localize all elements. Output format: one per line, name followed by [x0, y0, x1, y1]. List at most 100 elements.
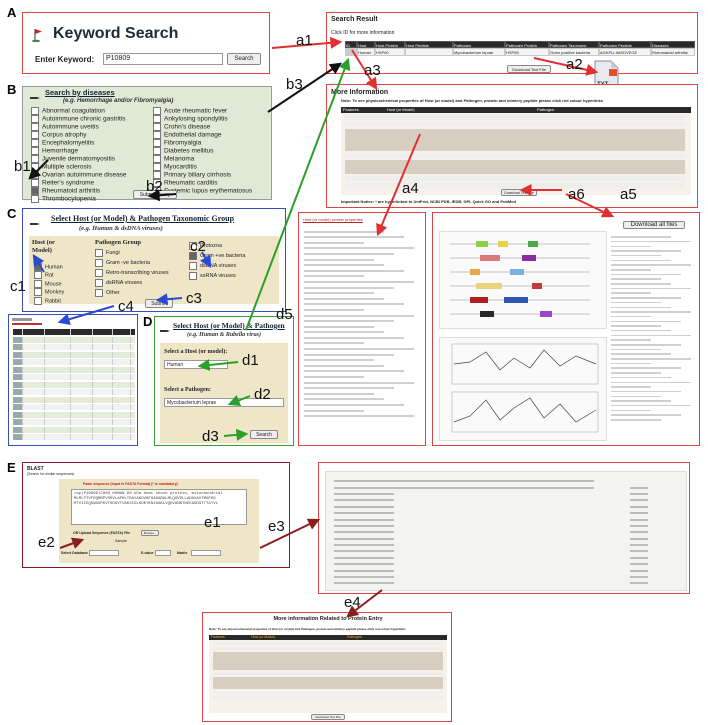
- host-pathogen-search-button[interactable]: Search: [250, 430, 278, 439]
- output-line: [334, 580, 678, 586]
- text-line: [630, 582, 648, 585]
- list-item: Crohn's disease: [153, 123, 273, 131]
- physchem-link[interactable]: Host (or model) protein properties: [303, 217, 363, 222]
- checkbox[interactable]: [153, 139, 161, 147]
- panel-label-e: E: [7, 460, 16, 475]
- list-item: ssRNA viruses: [189, 271, 279, 281]
- checkbox-label: Corpus atrophy: [42, 131, 87, 139]
- taxonomic-results-panel: [8, 314, 138, 446]
- checkbox[interactable]: [31, 147, 39, 155]
- checkbox[interactable]: [153, 163, 161, 171]
- text-line: [611, 353, 671, 355]
- text-line: [334, 563, 394, 566]
- table-cell: [45, 336, 71, 343]
- table-cell: [45, 344, 71, 350]
- checkbox[interactable]: [31, 163, 39, 171]
- checkbox[interactable]: [189, 261, 197, 270]
- checkbox[interactable]: [95, 258, 103, 267]
- checkbox[interactable]: [31, 131, 39, 139]
- checkbox[interactable]: [153, 131, 161, 139]
- checkbox[interactable]: [189, 241, 197, 250]
- checkbox[interactable]: [31, 139, 39, 147]
- checkbox[interactable]: [31, 187, 39, 195]
- more-info-download-button[interactable]: Download Text File: [501, 189, 537, 196]
- table-cell: [13, 411, 23, 418]
- checkbox[interactable]: [153, 115, 161, 123]
- keyword-input[interactable]: P10809: [103, 53, 223, 65]
- list-item: Mouse: [34, 279, 84, 288]
- text-line: [611, 278, 661, 280]
- protein-entry-download-button[interactable]: Download Text File: [311, 714, 345, 720]
- text-line: [304, 348, 414, 351]
- checkbox[interactable]: [153, 179, 161, 187]
- text-line: [304, 286, 394, 289]
- annotation-d2: d2: [254, 386, 271, 403]
- result-pathogen: Mycobacterium leprae: [453, 48, 505, 56]
- host-select[interactable]: Human: [164, 360, 228, 369]
- text-line: [611, 254, 661, 257]
- checkbox[interactable]: [34, 288, 42, 297]
- pathogen-select[interactable]: Mycobacterium leprae: [164, 398, 284, 407]
- evalue-label: E-value: [141, 551, 154, 555]
- checkbox[interactable]: [34, 279, 42, 288]
- golf-flag-icon: [32, 28, 44, 43]
- checkbox[interactable]: [31, 115, 39, 123]
- sequence-textarea[interactable]: >sp|P10809|CH60_HUMAN 60 kDa heat shock …: [71, 489, 247, 525]
- download-all-files-button[interactable]: Download all files: [623, 221, 685, 229]
- matrix-select[interactable]: [191, 550, 221, 556]
- checkbox[interactable]: [189, 271, 197, 280]
- panel-label-c: C: [7, 206, 17, 221]
- table-cell: [45, 396, 71, 403]
- checkbox[interactable]: [34, 296, 42, 305]
- checkbox[interactable]: [34, 263, 42, 271]
- sample-link[interactable]: Sample: [115, 539, 127, 543]
- keyword-search-button[interactable]: Search: [227, 53, 261, 65]
- evalue-input[interactable]: [155, 550, 171, 556]
- checkbox[interactable]: [153, 107, 161, 115]
- browse-button[interactable]: Browse...: [141, 530, 159, 536]
- table-cell: [93, 419, 113, 425]
- checkbox[interactable]: [153, 155, 161, 163]
- checkbox[interactable]: [31, 195, 39, 203]
- table-row: [13, 426, 135, 433]
- table-row: [13, 381, 135, 388]
- output-line: [334, 484, 678, 490]
- checkbox[interactable]: [95, 278, 103, 287]
- text-line: [611, 329, 671, 332]
- checkbox[interactable]: [95, 268, 103, 277]
- checkbox[interactable]: [31, 155, 39, 163]
- table-row: [13, 329, 135, 335]
- taxonomic-submit-button[interactable]: Submit: [145, 299, 173, 308]
- checkbox-label: Ovarian autoimmune disease: [42, 171, 127, 179]
- list-item: Rheumatic carditis: [153, 179, 273, 187]
- checkbox-label: Rheumatoid arthritis: [42, 187, 101, 195]
- checkbox-label: Human: [45, 264, 63, 271]
- checkbox[interactable]: [189, 251, 197, 260]
- checkbox[interactable]: [95, 288, 103, 297]
- checkbox[interactable]: [153, 147, 161, 155]
- checkbox-label: Autoimmune chronic gastritis: [42, 115, 126, 123]
- checkbox-label: Thrombocytopenia: [42, 195, 96, 203]
- text-line: [334, 505, 394, 508]
- checkbox-label: ssRNA viruses: [200, 273, 236, 279]
- text-line: [611, 381, 691, 383]
- checkbox[interactable]: [31, 107, 39, 115]
- checkbox[interactable]: [153, 171, 161, 179]
- download-text-file-button[interactable]: Download Text File: [507, 65, 551, 73]
- annotation-c1: c1: [10, 278, 26, 295]
- database-select[interactable]: [89, 550, 119, 556]
- checkbox[interactable]: [34, 271, 42, 280]
- checkbox[interactable]: [31, 179, 39, 187]
- checkbox-label: Protozoa: [200, 243, 223, 249]
- pointing-hand-icon: [29, 215, 41, 225]
- checkbox[interactable]: [95, 248, 103, 257]
- text-line: [611, 344, 681, 346]
- checkbox[interactable]: [31, 171, 39, 179]
- upload-label: OR Upload Sequence (FASTA) File: [73, 531, 131, 535]
- table-cell: [93, 374, 113, 380]
- checkbox[interactable]: [31, 123, 39, 131]
- table-cell: [113, 389, 131, 395]
- checkbox[interactable]: [153, 123, 161, 131]
- result-id-link[interactable]: [345, 48, 357, 56]
